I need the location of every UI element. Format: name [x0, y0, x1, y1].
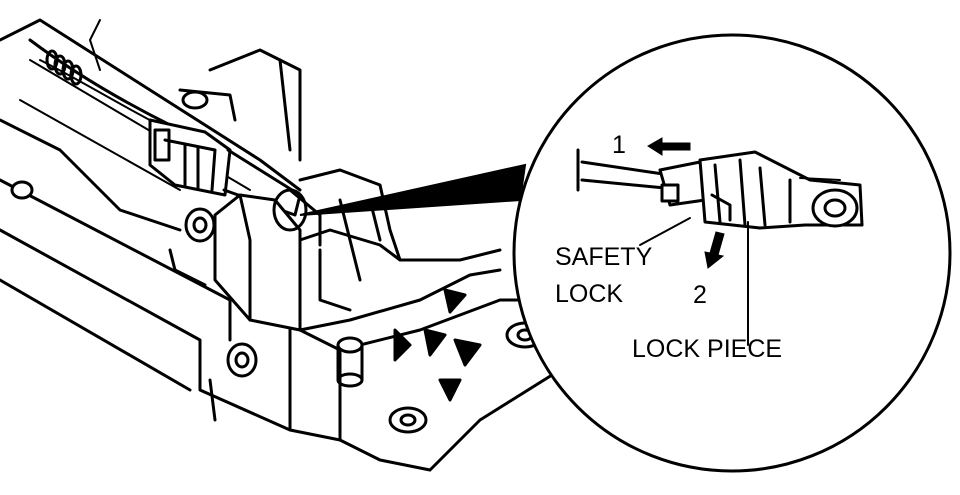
cable-spring — [45, 49, 83, 86]
shifter-assembly — [0, 18, 562, 472]
step-2-label: 2 — [693, 281, 707, 309]
arrow-1-left — [647, 137, 691, 156]
safety-lock-label-line1: SAFETY — [555, 243, 653, 271]
safety-lock-leader — [639, 217, 691, 246]
cable-end-housing — [148, 118, 302, 217]
magnifier-pointer — [299, 163, 527, 216]
cable-rod — [576, 148, 672, 192]
lock-piece-label: LOCK PIECE — [632, 335, 782, 363]
magnified-detail: 1 SAFETY LOCK 2 LOCK PIECE — [512, 33, 952, 473]
arrow-2-down — [704, 231, 725, 269]
cable-end-connector — [658, 150, 864, 230]
safety-lock-label-line2: LOCK — [555, 280, 623, 308]
step-1-label: 1 — [612, 131, 626, 159]
